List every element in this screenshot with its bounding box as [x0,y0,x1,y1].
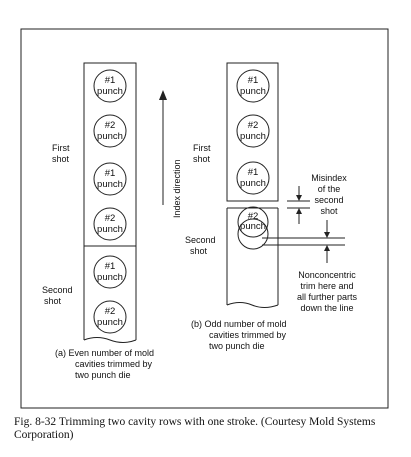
nonconcentric-dimension [262,220,345,263]
index-direction-label: Index direction [172,159,182,218]
second-shot-label-a: Second [42,285,73,295]
strip-b-punch-labels: #1 punch #2 punch #1 punch #2 punch [240,75,266,232]
strip-b [226,62,279,308]
misindexed-punch-circle [237,206,269,238]
caption-b: (b) Odd number of mold [191,319,287,329]
punch-circle [93,69,127,103]
caption-a: two punch die [75,370,131,380]
misindex-label: Misindex of the second shot [311,173,347,216]
nonconcentric-label-line: down the line [300,303,353,313]
punch-number: #2 [105,306,116,317]
punch-number: #2 [248,211,259,222]
strip-b-punches [236,69,270,250]
punch-word: punch [97,179,123,190]
punch-word: punch [97,131,123,142]
nonconcentric-label: Nonconcentric trim here and all further … [297,270,358,313]
misindex-label-line: second [314,195,343,205]
strip-a-second-shot [83,246,137,343]
misindex-arrow-up [296,208,302,214]
punch-number: #2 [105,213,116,224]
punch-circle [236,114,270,148]
misindex-label-line: shot [320,206,338,216]
misindex-label-line: Misindex [311,173,347,183]
punch-circle [93,114,127,148]
nonconcentric-label-line: all further parts [297,292,358,302]
punch-number: #1 [248,75,259,86]
punch-circle [93,255,127,289]
second-shot-label-b: Second [185,235,216,245]
punch-word: punch [240,86,266,97]
first-shot-label-b: shot [193,154,211,164]
nonconcentric-arrow-up [324,245,330,251]
punch-number: #1 [105,168,116,179]
caption-b: two punch die [209,341,265,351]
punch-circle [236,161,270,195]
misindexed-punch-circle [237,218,269,250]
misindex-dimension [287,186,310,224]
punch-word: punch [240,178,266,189]
caption-b: cavities trimmed by [209,330,287,340]
caption-a: cavities trimmed by [75,359,153,369]
strip-a [83,62,137,343]
strip-b-first-shot [226,62,279,202]
punch-circle [93,207,127,241]
misindex-label-line: of the [318,184,341,194]
first-shot-label-a: First [52,143,70,153]
punch-number: #1 [105,261,116,272]
punch-word: punch [97,272,123,283]
nonconcentric-label-line: trim here and [300,281,353,291]
punch-word: punch [97,317,123,328]
punch-word: punch [240,221,266,232]
strip-a-punch-labels: #1 punch #2 punch #1 punch #2 punch #1 p… [97,75,123,328]
strip-b-second-shot [226,207,279,308]
punch-circle [93,300,127,334]
figure-border [20,28,389,409]
punch-number: #2 [248,120,259,131]
index-direction-arrow [159,90,167,205]
nonconcentric-label-line: Nonconcentric [298,270,356,280]
figure-caption: Fig. 8-32 Trimming two cavity rows with … [14,416,376,441]
punch-number: #1 [105,75,116,86]
second-shot-label-b: shot [190,246,208,256]
punch-circle [236,69,270,103]
second-shot-label-a: shot [44,296,62,306]
nonconcentric-arrow-down [324,232,330,238]
punch-circle [93,162,127,196]
first-shot-label-a: shot [52,154,70,164]
punch-number: #1 [248,167,259,178]
punch-number: #2 [105,120,116,131]
caption-a: (a) Even number of mold [55,348,154,358]
misindex-arrow-down [296,195,302,201]
punch-word: punch [97,86,123,97]
strip-a-first-shot [83,62,137,247]
punch-word: punch [240,131,266,142]
strip-a-punches [93,69,127,334]
punch-word: punch [97,224,123,235]
first-shot-label-b: First [193,143,211,153]
